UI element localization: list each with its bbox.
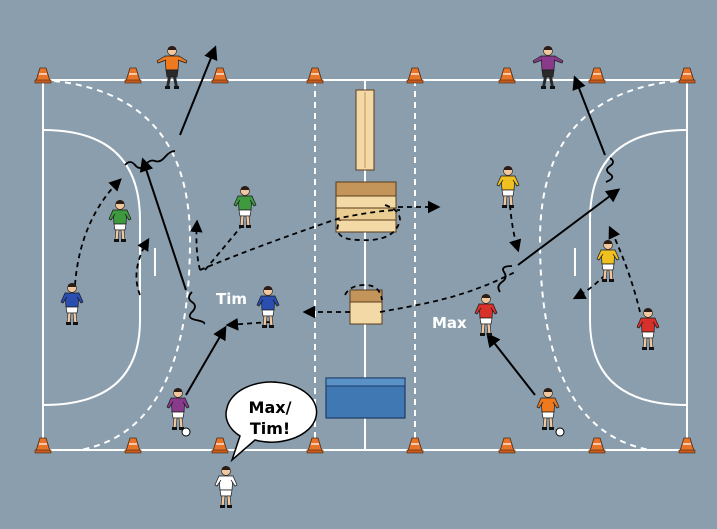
coach-purple-top [532,45,564,90]
right-free-throw-line [538,79,688,451]
cone-icon [588,67,606,84]
cone-icon [678,437,696,454]
cone-icon [211,67,229,84]
solid-arrows [139,45,621,396]
trainer-bottom [214,465,238,509]
coach-orange-top [156,45,188,90]
dashed-paths [74,178,641,331]
label-max: Max [432,314,467,332]
cone-icon [678,67,696,84]
player-green-left [108,199,132,243]
vaulting-box-icon [335,181,397,233]
speech-bubble: Max/ Tim! [225,381,318,463]
bench-icon [355,89,375,171]
speech-line-1: Max/ [249,398,292,417]
cone-icon [306,437,324,454]
small-box-icon [349,289,383,325]
player-yellow-right [596,239,620,283]
player-red-right [636,307,660,351]
left-goal-area [42,129,141,406]
player-blue-far-left [60,282,84,326]
dribble-lines [124,150,614,325]
cone-icon [406,67,424,84]
cone-icon [588,437,606,454]
cone-icon [498,437,516,454]
player-red-max [474,293,498,337]
cone-icon [406,437,424,454]
right-goal-area [589,129,688,406]
coach-orange-bottom [536,387,560,431]
mat-icon [325,377,406,419]
player-yellow-mid [496,165,520,209]
left-free-throw-line [42,79,192,451]
player-green-mid [233,185,257,229]
ball-icon [181,427,565,437]
speech-line-2: Tim! [250,419,290,438]
cone-icon [498,67,516,84]
cone-icon [34,67,52,84]
cone-icon [34,437,52,454]
cone-icon [211,437,229,454]
cone-icon [306,67,324,84]
label-tim: Tim [216,290,247,308]
cone-icon [124,67,142,84]
cone-icon [124,437,142,454]
